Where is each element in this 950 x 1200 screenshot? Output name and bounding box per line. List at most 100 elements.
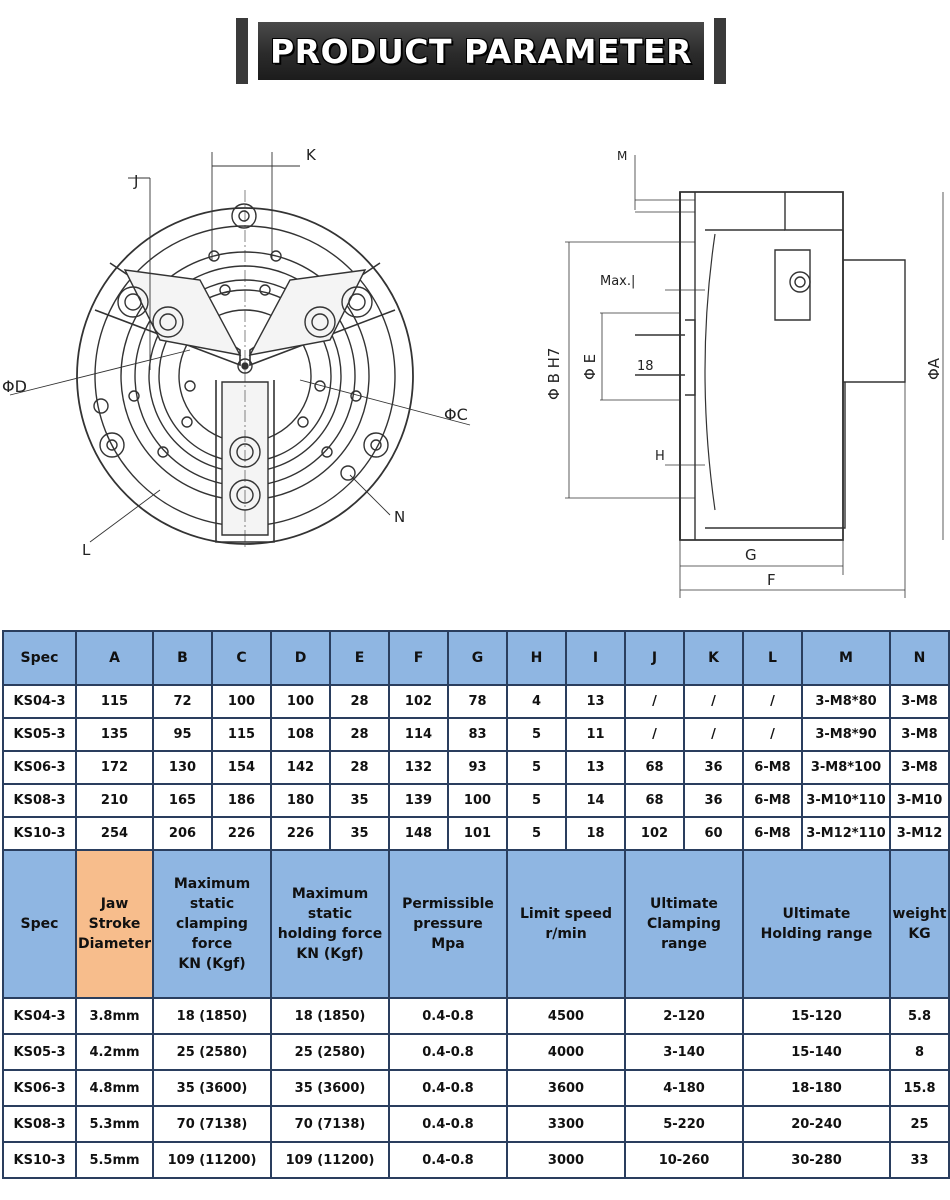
table-cell: 70 (7138) [152,1105,272,1143]
table-cell: 130 [152,750,213,785]
table-header-cell: C [211,630,272,686]
table-header-cell: B [152,630,213,686]
table-cell: 78 [447,684,508,719]
table-cell: 14 [565,783,626,818]
table-cell: 35 (3600) [270,1069,390,1107]
table-header-cell: Permissible pressure Mpa [388,849,508,999]
banner-right-bar [714,18,726,84]
table-cell: 206 [152,816,213,851]
table-cell: 6-M8 [742,750,803,785]
table-cell: 114 [388,717,449,752]
header-banner: PRODUCT PARAMETER [236,18,726,84]
table-cell: 226 [270,816,331,851]
spec-cell: KS10-3 [2,816,77,851]
table-header-cell: A [75,630,154,686]
table-cell: 5.3mm [75,1105,154,1143]
spec-cell: KS05-3 [2,717,77,752]
dim-label-l: L [82,541,91,559]
banner-left-bar [236,18,248,84]
table-header-cell: D [270,630,331,686]
table-cell: 8 [889,1033,950,1071]
dim-label-g: G [745,546,757,564]
dim-label-n: N [394,508,405,526]
table-cell: / [742,717,803,752]
table-cell: 15-140 [742,1033,891,1071]
dim-label-c: ΦC [444,405,468,424]
table-cell: 25 [889,1105,950,1143]
dim-label-e-value: 18 [637,359,654,374]
table-cell: 15-120 [742,997,891,1035]
table-cell: 108 [270,717,331,752]
table-cell: 3-M8 [889,750,950,785]
table-header-cell: Ultimate Holding range [742,849,891,999]
table-cell: 15.8 [889,1069,950,1107]
spec-cell: KS04-3 [2,684,77,719]
table-cell: 5.8 [889,997,950,1035]
table-cell: / [742,684,803,719]
table-header-cell: Jaw Stroke Diameter [75,849,154,999]
table-cell: / [624,717,685,752]
table-cell: 5 [506,750,567,785]
table-cell: 28 [329,717,390,752]
table-cell: 0.4-0.8 [388,1033,508,1071]
table-cell: 154 [211,750,272,785]
table-cell: 5 [506,783,567,818]
table-cell: 180 [270,783,331,818]
table-cell: 115 [75,684,154,719]
table-cell: 3-140 [624,1033,744,1071]
table-cell: / [624,684,685,719]
table-cell: / [683,717,744,752]
table-header-cell: H [506,630,567,686]
dim-label-a: ΦA [925,357,943,380]
table-header-cell: K [683,630,744,686]
table-cell: 165 [152,783,213,818]
table-cell: 0.4-0.8 [388,1105,508,1143]
table-header-cell: N [889,630,950,686]
table-header-cell: G [447,630,508,686]
table-header-cell: J [624,630,685,686]
spec-cell: KS05-3 [2,1033,77,1071]
table-cell: 13 [565,684,626,719]
table-cell: 18-180 [742,1069,891,1107]
table-cell: 210 [75,783,154,818]
table-cell: 3000 [506,1141,626,1179]
table-cell: 2-120 [624,997,744,1035]
table-header-cell: Limit speed r/min [506,849,626,999]
table-cell: 139 [388,783,449,818]
table-cell: 72 [152,684,213,719]
table-cell: 4500 [506,997,626,1035]
side-view-drawing: M Max.| Φ B H7 Φ E 18 H ΦA G F [545,130,950,600]
spec-cell: KS08-3 [2,1105,77,1143]
table-cell: 95 [152,717,213,752]
table-cell: 172 [75,750,154,785]
table-header-cell: Ultimate Clamping range [624,849,744,999]
table-cell: 115 [211,717,272,752]
table-cell: 135 [75,717,154,752]
table-cell: 83 [447,717,508,752]
table-cell: 20-240 [742,1105,891,1143]
table-cell: 102 [388,684,449,719]
table-cell: 18 (1850) [152,997,272,1035]
table-cell: 13 [565,750,626,785]
table-cell: 101 [447,816,508,851]
table-cell: 0.4-0.8 [388,1069,508,1107]
dim-label-d: ΦD [2,377,27,396]
table-cell: 100 [270,684,331,719]
spec-cell: KS08-3 [2,783,77,818]
table-header-cell: Maximum static clamping force KN (Kgf) [152,849,272,999]
table-cell: 70 (7138) [270,1105,390,1143]
table-cell: 3-M8*100 [801,750,891,785]
table-cell: 102 [624,816,685,851]
table-cell: 3600 [506,1069,626,1107]
table-cell: 28 [329,750,390,785]
spec-cell: KS06-3 [2,1069,77,1107]
table-cell: 3.8mm [75,997,154,1035]
